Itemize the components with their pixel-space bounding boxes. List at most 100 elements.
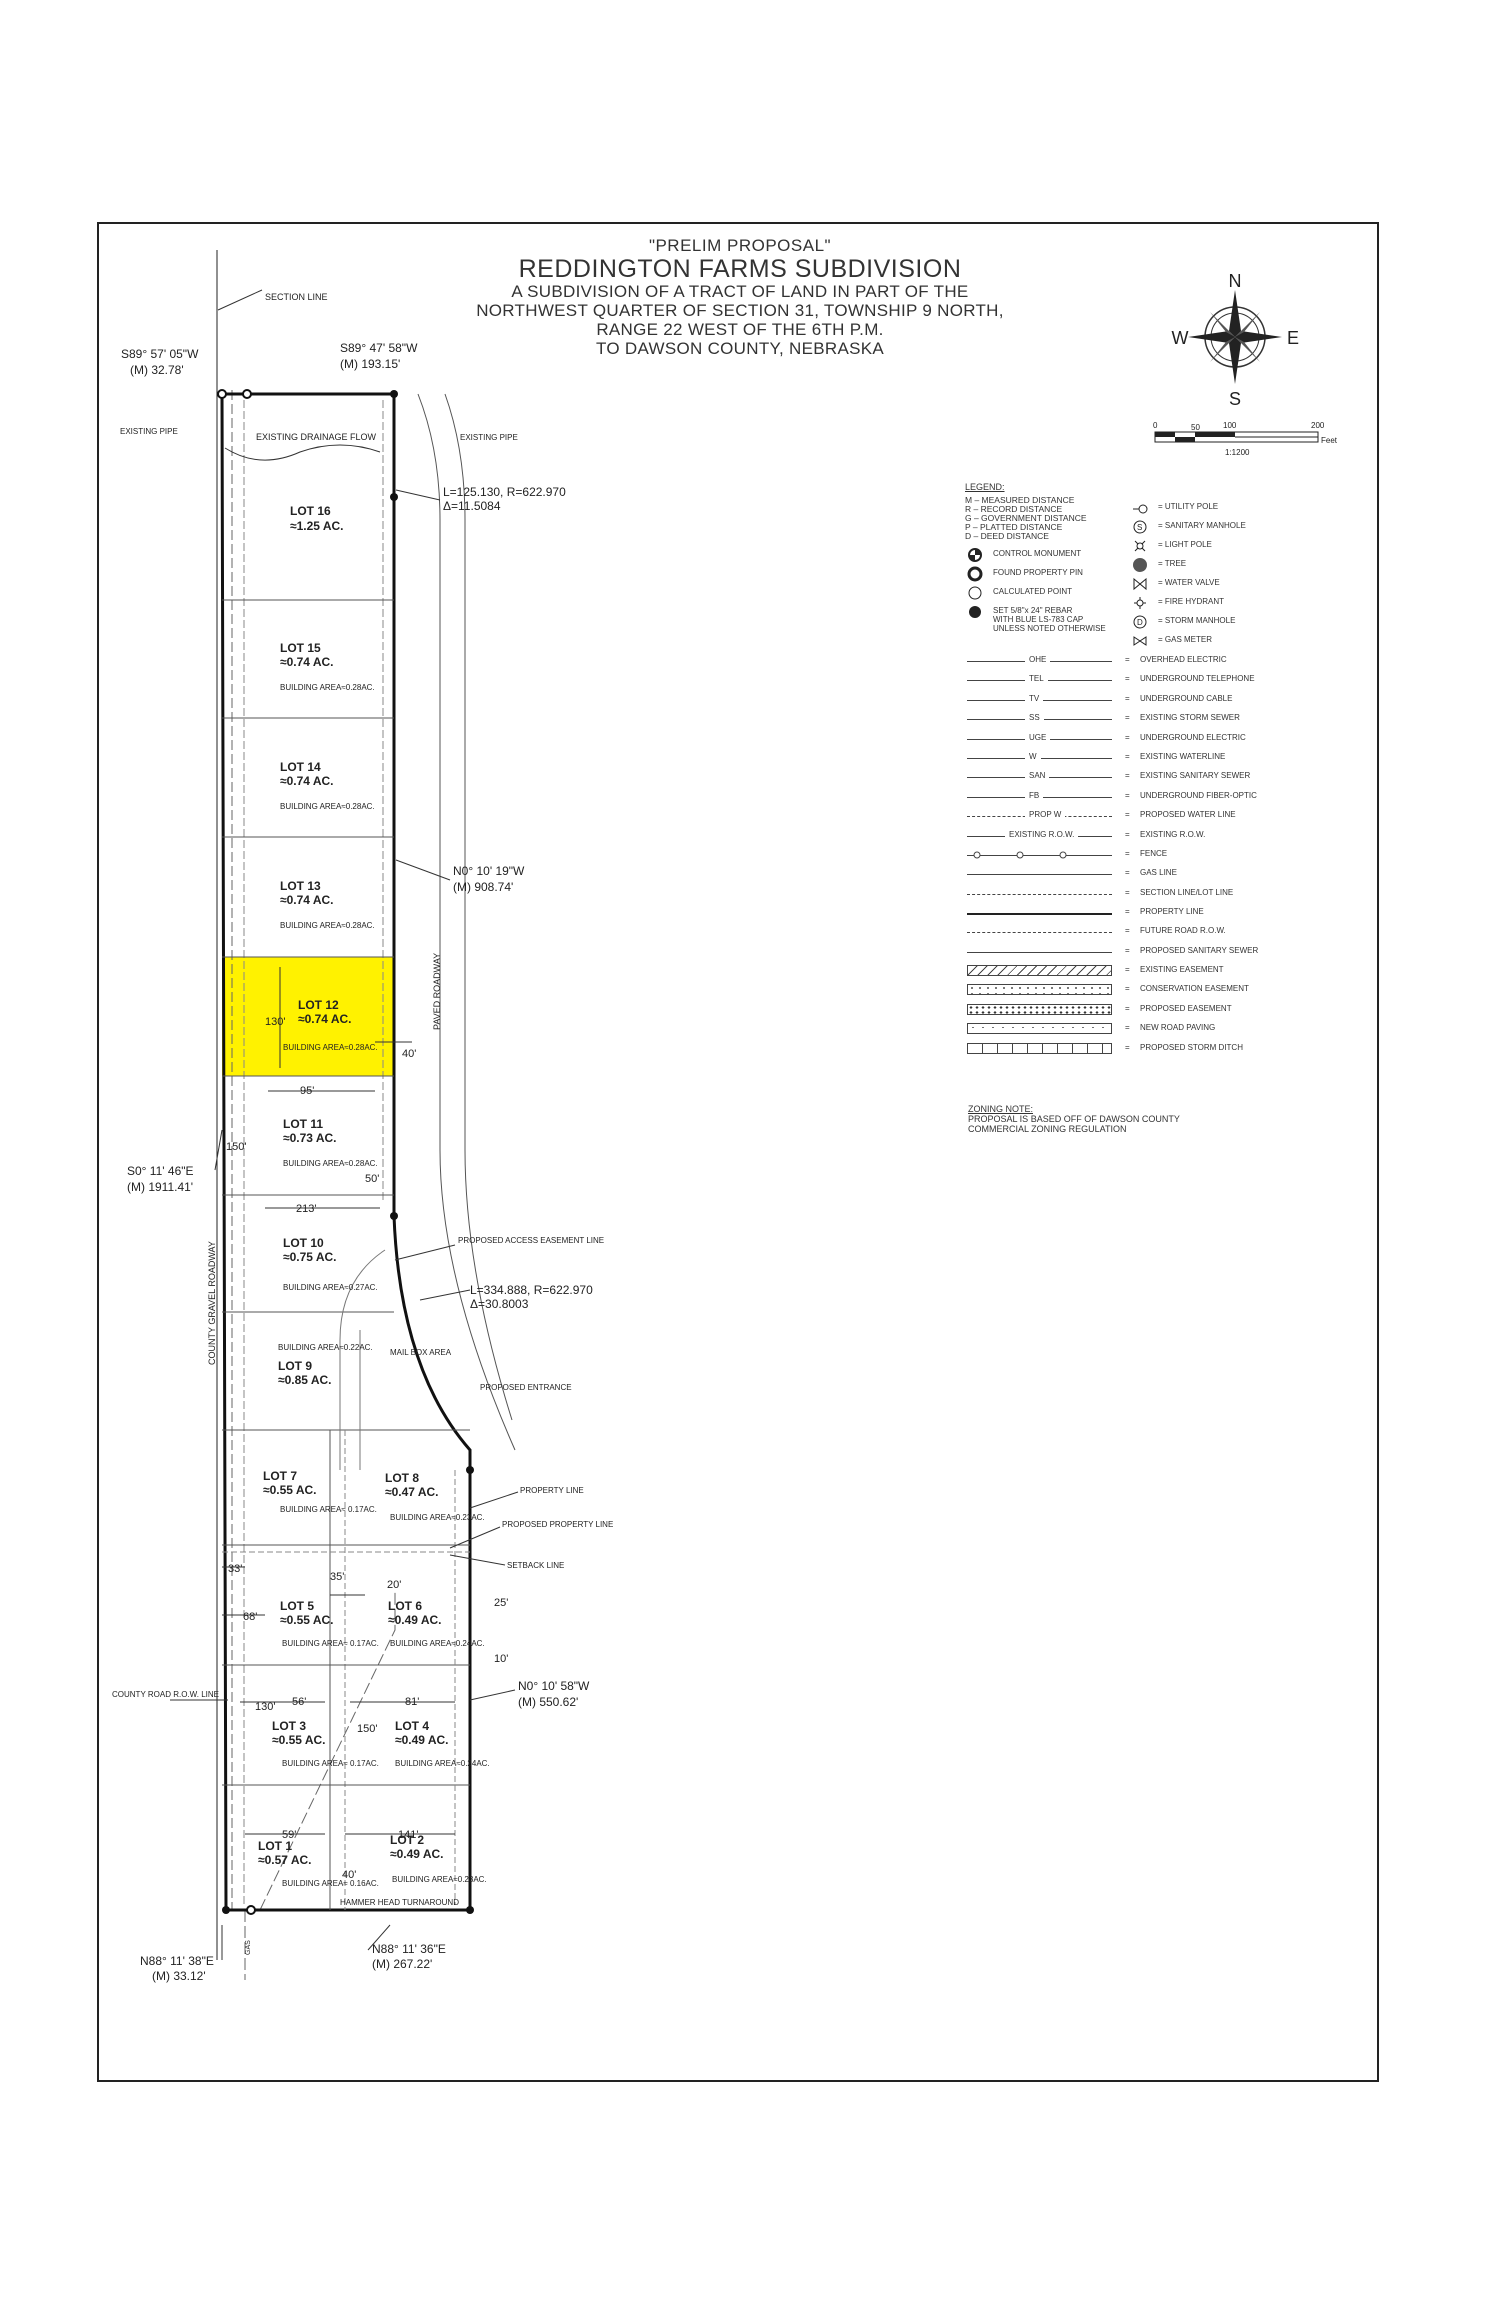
legend-header: LEGEND: <box>965 482 1005 492</box>
svg-text:BUILDING AREA≈0.28AC.: BUILDING AREA≈0.28AC. <box>280 802 375 811</box>
legend-line-section: =SECTION LINE/LOT LINE <box>965 885 1285 904</box>
svg-text:≈0.85 AC.: ≈0.85 AC. <box>278 1373 332 1387</box>
section-leader <box>217 289 263 311</box>
water-valve-icon <box>1133 577 1147 591</box>
bearing-east-upper-m: (M) 908.74' <box>453 880 513 894</box>
legend-line-types: OHE=OVERHEAD ELECTRIC TEL=UNDERGROUND TE… <box>965 652 1285 962</box>
lot-11[interactable]: LOT 11 ≈0.73 AC. BUILDING AREA≈0.28AC. <box>283 1117 378 1168</box>
lot-10[interactable]: LOT 10 ≈0.75 AC. BUILDING AREA≈0.27AC. <box>283 1236 378 1292</box>
drainage-line <box>224 444 381 461</box>
scale-tick-200: 200 <box>1311 421 1325 430</box>
scale-tick-50: 50 <box>1191 423 1200 432</box>
bearing-west-m: (M) 1911.41' <box>127 1180 193 1194</box>
property-leader <box>469 1491 519 1509</box>
svg-text:≈1.25 AC.: ≈1.25 AC. <box>290 519 344 533</box>
code-r: R – RECORD DISTANCE <box>965 504 1063 514</box>
paved-road-east-edge <box>444 393 513 1421</box>
lot-13[interactable]: LOT 13 ≈0.74 AC. BUILDING AREA≈0.28AC. <box>280 879 375 930</box>
lot-8[interactable]: LOT 8 ≈0.47 AC. BUILDING AREA≈0.23AC. <box>385 1471 485 1522</box>
tree-icon <box>1133 558 1147 572</box>
svg-text:BUILDING AREA≈ 0.17AC.: BUILDING AREA≈ 0.17AC. <box>282 1759 379 1768</box>
access-leader <box>394 1244 456 1261</box>
legend-found-pin: FOUND PROPERTY PIN <box>965 564 1285 583</box>
dim-35-text: 35' <box>330 1571 344 1583</box>
zoning-line-1: PROPOSAL IS BASED OFF OF DAWSON COUNTY <box>968 1114 1180 1124</box>
legend-fire-hydrant: = FIRE HYDRANT <box>1130 593 1280 612</box>
monument-nw <box>217 389 227 399</box>
svg-text:LOT 4: LOT 4 <box>395 1719 429 1733</box>
svg-text:BUILDING AREA≈0.28AC.: BUILDING AREA≈0.28AC. <box>283 1043 378 1052</box>
gas-meter-icon <box>1133 636 1147 646</box>
setback-line-label: SETBACK LINE <box>507 1561 564 1570</box>
paved-roadway-label: PAVED ROADWAY <box>432 953 442 1030</box>
dim-40b-text: 40' <box>342 1869 356 1881</box>
bearing-west: S0° 11' 46"E <box>127 1164 194 1178</box>
set-rebar-icon <box>969 606 981 618</box>
legend-water-valve: = WATER VALVE <box>1130 574 1280 593</box>
lot-4[interactable]: LOT 4 ≈0.49 AC. BUILDING AREA≈0.24AC. <box>395 1719 490 1768</box>
dim-10-text: 10' <box>494 1653 508 1665</box>
compass-s: S <box>1229 389 1241 409</box>
sanitary-manhole-icon: S <box>1133 520 1147 534</box>
lot-15[interactable]: LOT 15 ≈0.74 AC. BUILDING AREA≈0.28AC. <box>280 641 375 692</box>
existing-pipe-e: EXISTING PIPE <box>460 433 518 442</box>
lot-5[interactable]: LOT 5 ≈0.55 AC. BUILDING AREA≈ 0.17AC. <box>280 1599 379 1648</box>
svg-text:BUILDING AREA≈ 0.17AC.: BUILDING AREA≈ 0.17AC. <box>282 1639 379 1648</box>
lot-14[interactable]: LOT 14 ≈0.74 AC. BUILDING AREA≈0.28AC. <box>280 760 375 811</box>
found-pin-icon <box>967 566 983 582</box>
scale-bar: 0 50 100 200 Feet 1:1200 <box>1153 421 1338 457</box>
lot-3[interactable]: LOT 3 ≈0.55 AC. BUILDING AREA≈ 0.17AC. <box>272 1719 379 1768</box>
proposed-property-leader <box>449 1526 501 1549</box>
svg-text:≈0.74 AC.: ≈0.74 AC. <box>298 1012 352 1026</box>
lot-2[interactable]: LOT 2 ≈0.49 AC. BUILDING AREA≈0.23AC. <box>390 1833 487 1884</box>
bearing-nw-top: S89° 57' 05"W <box>121 347 199 361</box>
dim-141-text: 141' <box>398 1829 418 1841</box>
bearing-south: N88° 11' 36"E <box>372 1942 446 1956</box>
legend-control-monument: CONTROL MONUMENT <box>965 545 1285 564</box>
svg-text:BUILDING AREA≈0.27AC.: BUILDING AREA≈0.27AC. <box>283 1283 378 1292</box>
lot-9[interactable]: BUILDING AREA≈0.22AC. LOT 9 ≈0.85 AC. <box>278 1343 373 1387</box>
code-p: P – PLATTED DISTANCE <box>965 522 1063 532</box>
curve2-delta: Δ=30.8003 <box>470 1297 529 1311</box>
monument-curve2 <box>390 1212 398 1220</box>
title-line-4: TO DAWSON COUNTY, NEBRASKA <box>595 339 885 358</box>
access-easement <box>339 1249 386 1470</box>
svg-text:≈0.75 AC.: ≈0.75 AC. <box>283 1250 337 1264</box>
calculated-point-icon <box>968 586 982 600</box>
dim-130b-text: 130' <box>255 1701 275 1713</box>
curve2-length: L=334.888, R=622.970 <box>470 1283 593 1297</box>
lot-7[interactable]: LOT 7 ≈0.55 AC. BUILDING AREA≈ 0.17AC. <box>263 1469 377 1514</box>
fire-hydrant-icon <box>1134 597 1146 609</box>
legend-line-ss: SS=EXISTING STORM SEWER <box>965 710 1285 729</box>
legend-gas-meter: = GAS METER <box>1130 631 1280 650</box>
proposal-label: "PRELIM PROPOSAL" <box>648 236 832 255</box>
section-line-label: SECTION LINE <box>265 292 328 302</box>
drainage-label: EXISTING DRAINAGE FLOW <box>256 432 377 442</box>
hammer-head-label: HAMMER HEAD TURNAROUND <box>340 1898 459 1907</box>
dim-150b-text: 150' <box>357 1723 377 1735</box>
east-lower-leader <box>469 1689 516 1701</box>
lot-6[interactable]: LOT 6 ≈0.49 AC. BUILDING AREA≈0.24AC. <box>388 1599 485 1648</box>
dim-81-text: 81' <box>405 1696 419 1708</box>
access-easement-label: PROPOSED ACCESS EASEMENT LINE <box>458 1236 604 1245</box>
bearing-east-upper: N0° 10' 19"W <box>453 864 525 878</box>
svg-text:BUILDING AREA≈ 0.17AC.: BUILDING AREA≈ 0.17AC. <box>280 1505 377 1514</box>
svg-text:≈0.55 AC.: ≈0.55 AC. <box>272 1733 326 1747</box>
svg-text:LOT 3: LOT 3 <box>272 1719 306 1733</box>
lot-12[interactable]: LOT 12 ≈0.74 AC. BUILDING AREA≈0.28AC. <box>283 998 378 1052</box>
south-leader <box>367 1924 391 1951</box>
lot-16[interactable]: LOT 16 ≈1.25 AC. <box>290 504 344 533</box>
title-line-3: RANGE 22 WEST OF THE 6TH P.M. <box>596 320 884 339</box>
svg-text:LOT 8: LOT 8 <box>385 1471 419 1485</box>
dim-130-text: 130' <box>265 1016 285 1028</box>
scale-tick-0: 0 <box>1153 421 1158 430</box>
svg-text:BUILDING AREA≈0.24AC.: BUILDING AREA≈0.24AC. <box>390 1639 485 1648</box>
legend-line-row: EXISTING R.O.W.=EXISTING R.O.W. <box>965 827 1285 846</box>
legend-light-pole: = LIGHT POLE <box>1130 536 1280 555</box>
lot-1[interactable]: LOT 1 ≈0.57 AC. BUILDING AREA≈ 0.16AC. <box>258 1839 379 1888</box>
legend-line-tel: TEL=UNDERGROUND TELEPHONE <box>965 671 1285 690</box>
gas-line <box>244 1590 396 1980</box>
legend-line-w: W=EXISTING WATERLINE <box>965 749 1285 768</box>
scale-unit: Feet <box>1321 436 1338 445</box>
